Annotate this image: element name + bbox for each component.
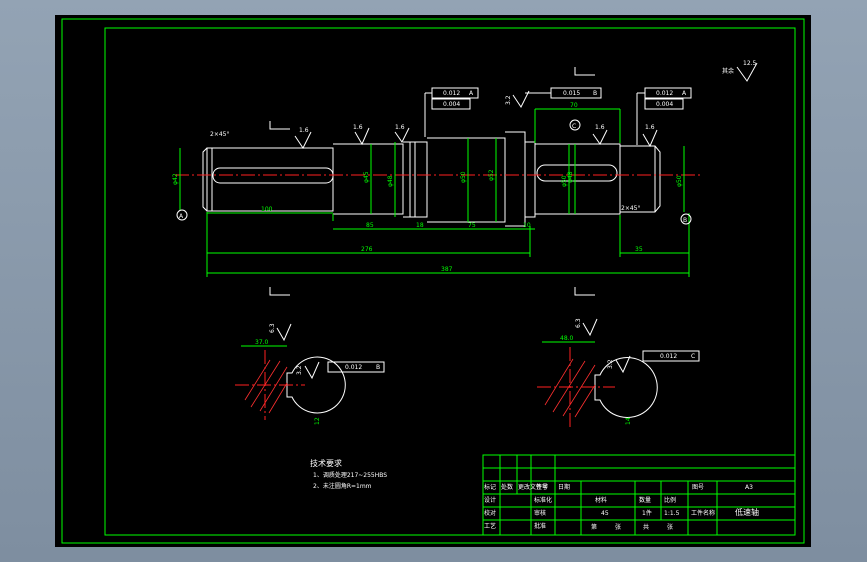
svg-text:100: 100 <box>261 206 273 213</box>
svg-text:48.0: 48.0 <box>560 335 574 342</box>
svg-text:2×45°: 2×45° <box>210 131 229 138</box>
svg-text:B: B <box>593 90 597 97</box>
svg-text:张: 张 <box>667 523 673 531</box>
svg-text:第: 第 <box>591 523 597 531</box>
svg-text:0.004: 0.004 <box>656 101 673 108</box>
svg-text:处数: 处数 <box>501 483 513 491</box>
svg-text:B: B <box>683 217 687 224</box>
svg-text:3.2: 3.2 <box>296 365 303 375</box>
svg-text:12: 12 <box>314 417 321 425</box>
svg-text:10: 10 <box>523 222 531 229</box>
svg-text:2×45°: 2×45° <box>621 205 640 212</box>
svg-text:3.2: 3.2 <box>607 359 614 369</box>
svg-text:批准: 批准 <box>534 522 546 530</box>
svg-text:6.3: 6.3 <box>575 318 582 328</box>
svg-text:φ50: φ50 <box>561 175 568 187</box>
datum-markers: A B C <box>176 119 692 225</box>
roughness-marks: 1.6 1.6 1.6 1.6 1.6 3.2 <box>294 90 658 149</box>
svg-text:14: 14 <box>625 417 632 425</box>
svg-text:6.3: 6.3 <box>269 323 276 333</box>
svg-text:A: A <box>179 213 184 220</box>
svg-text:1.6: 1.6 <box>395 124 405 131</box>
svg-text:1.6: 1.6 <box>645 124 655 131</box>
svg-text:更改文件号: 更改文件号 <box>518 483 548 491</box>
svg-text:φ45: φ45 <box>363 171 370 183</box>
svg-text:B: B <box>376 364 380 371</box>
svg-text:A: A <box>682 90 687 97</box>
drawing-svg: 其余 12.5 φ42 φ45 φ48 φ50 φ52 φ50 <box>61 18 805 544</box>
svg-text:0.012: 0.012 <box>660 353 677 360</box>
svg-text:0.015: 0.015 <box>563 90 580 97</box>
svg-text:75: 75 <box>468 222 476 229</box>
section-view-1: 37.0 12 6.3 3.2 0.012 B <box>235 323 385 425</box>
svg-text:C: C <box>691 353 695 360</box>
svg-text:张: 张 <box>615 523 621 531</box>
outer-frame <box>61 18 805 544</box>
tech-notes: 技术要求 1、调质处理217~255HBS 2、未注圆角R=1mm <box>310 458 387 490</box>
svg-text:0.012: 0.012 <box>656 90 673 97</box>
tolerance-frames: 0.012 A 0.004 0.015 B 0.012 A 0.004 <box>424 87 692 145</box>
svg-text:校对: 校对 <box>484 509 496 517</box>
svg-text:1.6: 1.6 <box>353 124 363 131</box>
svg-text:φ50: φ50 <box>460 171 467 183</box>
svg-text:审核: 审核 <box>534 509 546 517</box>
svg-text:共: 共 <box>643 523 649 531</box>
roughness-symbol-other <box>736 62 758 82</box>
svg-text:φ48: φ48 <box>567 171 574 183</box>
svg-text:标记: 标记 <box>484 483 496 491</box>
svg-text:图号: 图号 <box>692 484 704 491</box>
svg-text:φ48: φ48 <box>387 175 394 187</box>
svg-text:2、未注圆角R=1mm: 2、未注圆角R=1mm <box>313 482 372 490</box>
svg-text:0.004: 0.004 <box>443 101 460 108</box>
svg-text:276: 276 <box>361 246 373 253</box>
svg-text:1、调质处理217~255HBS: 1、调质处理217~255HBS <box>313 471 387 479</box>
svg-text:18: 18 <box>416 222 424 229</box>
svg-text:3.2: 3.2 <box>505 95 512 105</box>
length-dims: 100 85 18 75 10 70 276 387 35 2×45° 2×45… <box>206 102 690 277</box>
svg-text:日期: 日期 <box>558 483 570 491</box>
svg-text:1件: 1件 <box>642 509 652 517</box>
title-block: 标记 处数 更改文件号 签字 日期 设计 标准化 校对 审核 工艺 批准 材料 … <box>482 454 796 536</box>
svg-text:85: 85 <box>366 222 374 229</box>
section-mark-2 <box>574 287 595 296</box>
svg-text:工件名称: 工件名称 <box>691 509 715 517</box>
section-mark-1-top <box>269 121 290 130</box>
section-mark-1 <box>269 287 290 296</box>
part-name: 低速轴 <box>735 507 759 517</box>
svg-text:A: A <box>469 90 474 97</box>
svg-text:φ50: φ50 <box>676 175 683 187</box>
svg-text:0.012: 0.012 <box>345 364 362 371</box>
inner-border <box>104 27 796 536</box>
svg-text:数量: 数量 <box>639 496 651 504</box>
shaft-outline <box>202 131 661 227</box>
svg-text:387: 387 <box>441 266 453 273</box>
svg-text:φ52: φ52 <box>488 169 495 181</box>
svg-text:材料: 材料 <box>595 496 607 504</box>
svg-text:1.6: 1.6 <box>595 124 605 131</box>
roughness-other-label: 其余 <box>722 67 734 75</box>
svg-text:设计: 设计 <box>484 496 496 504</box>
svg-text:标准化: 标准化 <box>534 496 552 504</box>
svg-text:签字: 签字 <box>536 483 548 491</box>
section-view-2: 48.0 14 6.3 3.2 0.012 C <box>537 318 700 427</box>
svg-text:1:1.5: 1:1.5 <box>664 510 680 517</box>
svg-text:C: C <box>572 123 576 130</box>
svg-text:37.0: 37.0 <box>255 339 269 346</box>
svg-text:比例: 比例 <box>664 496 676 504</box>
svg-text:A3: A3 <box>745 484 753 491</box>
svg-text:φ42: φ42 <box>172 173 179 185</box>
diameter-dims: φ42 φ45 φ48 φ50 φ52 φ50 φ48 φ50 <box>172 138 685 222</box>
roughness-other-value: 12.5 <box>743 60 757 67</box>
svg-text:0.012: 0.012 <box>443 90 460 97</box>
tech-notes-title: 技术要求 <box>310 458 342 468</box>
svg-text:35: 35 <box>635 246 643 253</box>
svg-text:45: 45 <box>601 510 609 517</box>
drawing-canvas[interactable]: 其余 12.5 φ42 φ45 φ48 φ50 φ52 φ50 <box>55 15 811 547</box>
svg-text:1.6: 1.6 <box>299 127 309 134</box>
svg-text:工艺: 工艺 <box>484 522 496 530</box>
svg-text:70: 70 <box>570 102 578 109</box>
section-mark-2-top <box>574 67 595 76</box>
